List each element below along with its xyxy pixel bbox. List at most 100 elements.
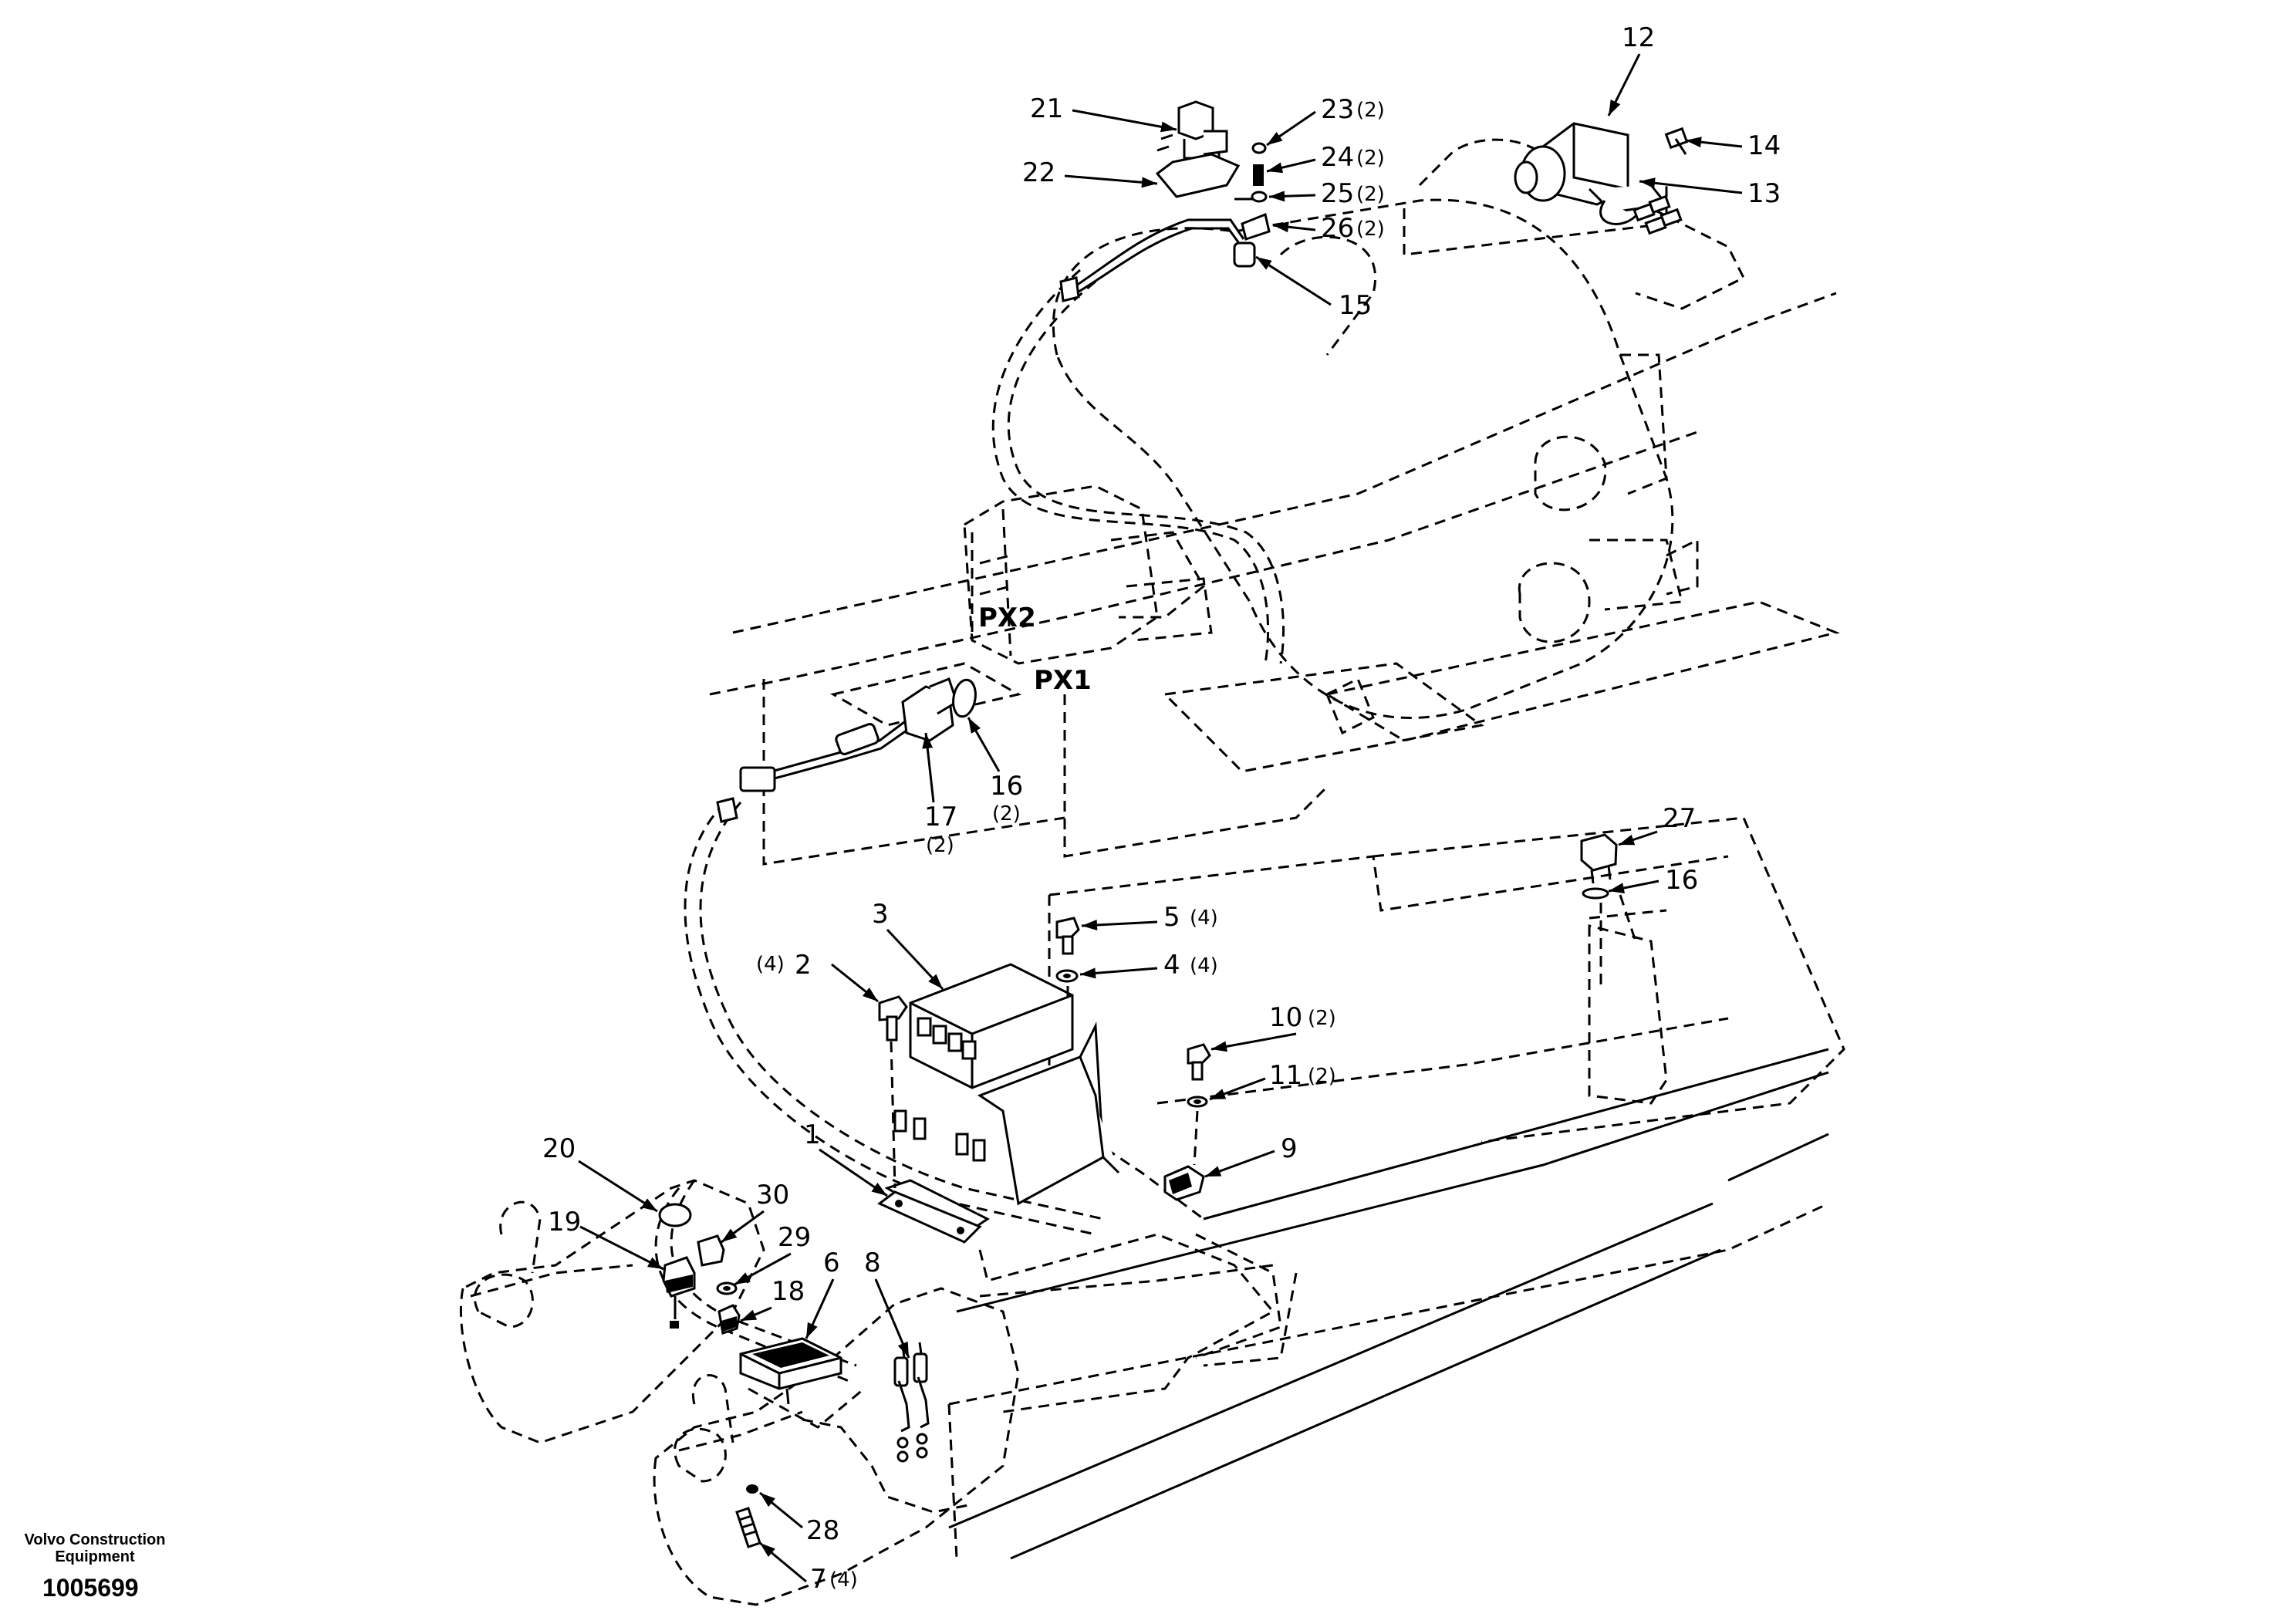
callout-19-number: 19 bbox=[548, 1207, 581, 1237]
leader-arrow-18 bbox=[741, 1309, 758, 1321]
callout-9-number: 9 bbox=[1281, 1133, 1298, 1164]
bolt-part-14 bbox=[1664, 127, 1689, 155]
solenoid-part-12 bbox=[1514, 122, 1683, 235]
callout-16b-number: 16 bbox=[1665, 865, 1698, 896]
callout-16a-qty: (2) bbox=[992, 802, 1021, 826]
callout-11-number: 11 bbox=[1269, 1060, 1302, 1091]
leader-arrow-1 bbox=[871, 1182, 887, 1196]
leader-arrow-5 bbox=[1082, 919, 1098, 930]
callout-17-number: 17 bbox=[924, 802, 957, 832]
callout-17: 17 (2) bbox=[924, 802, 957, 857]
callout-15: 15 bbox=[1339, 290, 1372, 321]
callout-4-qty: (4) bbox=[1190, 954, 1218, 977]
callout-10: 10 (2) bbox=[1269, 1002, 1336, 1033]
callout-5-number: 5 bbox=[1163, 902, 1180, 933]
leader-arrow-22 bbox=[1141, 177, 1157, 188]
hydraulic-pump-outline bbox=[963, 484, 1213, 665]
leader-arrow-29 bbox=[734, 1272, 751, 1285]
leader-arrow-21 bbox=[1160, 121, 1177, 133]
switch-part-19 bbox=[662, 1256, 696, 1329]
callout-5: 5 (4) bbox=[1163, 902, 1218, 933]
callout-19: 19 bbox=[548, 1207, 581, 1237]
callout-25-qty: (2) bbox=[1356, 183, 1385, 206]
screw-part-7 bbox=[735, 1507, 761, 1548]
callout-7-qty: (4) bbox=[829, 1568, 858, 1592]
washer-part-29 bbox=[716, 1281, 738, 1295]
fitting-part-27 bbox=[1580, 833, 1618, 884]
callout-7: 7 (4) bbox=[810, 1564, 858, 1595]
callout-3: 3 bbox=[872, 899, 889, 930]
callout-18: 18 bbox=[772, 1276, 805, 1307]
callout-1: 1 bbox=[804, 1119, 821, 1150]
hose-routing bbox=[654, 268, 1285, 1514]
callout-16a: 16 (2) bbox=[990, 771, 1023, 826]
left-console-outline bbox=[460, 1179, 765, 1444]
o-ring-part-16a bbox=[952, 678, 977, 718]
callout-26-qty: (2) bbox=[1356, 218, 1385, 241]
callout-24: 24 (2) bbox=[1321, 142, 1385, 173]
callout-26-number: 26 bbox=[1321, 213, 1354, 244]
port-label-px1: PX1 bbox=[1034, 665, 1092, 696]
callout-6-number: 6 bbox=[823, 1248, 840, 1278]
bolt-part-10 bbox=[1187, 1043, 1211, 1081]
cap-part-20 bbox=[658, 1203, 692, 1227]
callout-10-number: 10 bbox=[1269, 1002, 1302, 1033]
leader-arrow-12 bbox=[1609, 99, 1621, 116]
leader-arrow-17 bbox=[922, 733, 934, 749]
company-label: Volvo Construction Equipment bbox=[24, 1531, 166, 1565]
callout-2-number: 2 bbox=[795, 950, 812, 981]
callout-8-number: 8 bbox=[864, 1248, 881, 1278]
callout-15-number: 15 bbox=[1339, 290, 1372, 321]
leader-arrow-14 bbox=[1686, 137, 1702, 148]
callout-20: 20 bbox=[542, 1133, 576, 1164]
callout-14: 14 bbox=[1747, 130, 1781, 161]
callout-26: 26 (2) bbox=[1321, 213, 1385, 244]
callout-11: 11 (2) bbox=[1269, 1060, 1336, 1091]
relay-part-9 bbox=[1163, 1165, 1205, 1201]
callout-20-number: 20 bbox=[542, 1133, 576, 1164]
washer-part-11 bbox=[1187, 1096, 1208, 1108]
leader-line-19 bbox=[579, 1225, 664, 1271]
callout-23-qty: (2) bbox=[1356, 99, 1385, 122]
leader-arrow-24 bbox=[1267, 162, 1284, 174]
leader-arrow-25 bbox=[1269, 191, 1285, 202]
callout-21: 21 bbox=[1030, 93, 1063, 124]
control-box-part-3 bbox=[884, 963, 1120, 1236]
callout-23: 23 (2) bbox=[1321, 94, 1385, 125]
bolt-part-2 bbox=[878, 995, 908, 1042]
callout-25: 25 (2) bbox=[1321, 178, 1385, 209]
callout-5-qty: (4) bbox=[1190, 907, 1218, 930]
leader-arrow-26 bbox=[1273, 221, 1289, 233]
switch-part-21 bbox=[1177, 100, 1228, 160]
leader-arrow-7 bbox=[760, 1543, 775, 1558]
callout-6: 6 bbox=[823, 1248, 840, 1278]
leader-arrow-23 bbox=[1267, 131, 1283, 145]
callout-7-number: 7 bbox=[810, 1564, 827, 1595]
washer-part-4 bbox=[1055, 969, 1079, 983]
callout-22-number: 22 bbox=[1022, 157, 1055, 188]
leader-arrow-20 bbox=[641, 1198, 657, 1211]
leader-arrow-28 bbox=[760, 1493, 775, 1508]
port-label-px2: PX2 bbox=[978, 603, 1036, 633]
callout-24-number: 24 bbox=[1321, 142, 1354, 173]
side-rails bbox=[948, 1048, 1829, 1560]
small-hardware-23-26 bbox=[1234, 142, 1271, 241]
pressure-sensor-part-17 bbox=[716, 677, 958, 823]
callout-25-number: 25 bbox=[1321, 178, 1354, 209]
callout-4: 4 (4) bbox=[1163, 950, 1218, 981]
leader-arrow-13 bbox=[1639, 177, 1656, 189]
callout-22: 22 bbox=[1022, 157, 1055, 188]
leader-arrow-30 bbox=[721, 1228, 738, 1242]
o-ring-part-16b bbox=[1582, 887, 1609, 900]
leader-arrow-15 bbox=[1256, 257, 1272, 270]
washer-part-28 bbox=[746, 1484, 758, 1494]
callout-4-number: 4 bbox=[1163, 950, 1180, 981]
callout-30-number: 30 bbox=[756, 1180, 789, 1210]
callout-16b: 16 bbox=[1665, 865, 1698, 896]
bolt-part-5 bbox=[1055, 917, 1080, 955]
hardware-dash-links bbox=[890, 903, 1602, 1189]
callout-28-number: 28 bbox=[806, 1515, 839, 1546]
sensor-cable-part-15 bbox=[1059, 218, 1256, 302]
